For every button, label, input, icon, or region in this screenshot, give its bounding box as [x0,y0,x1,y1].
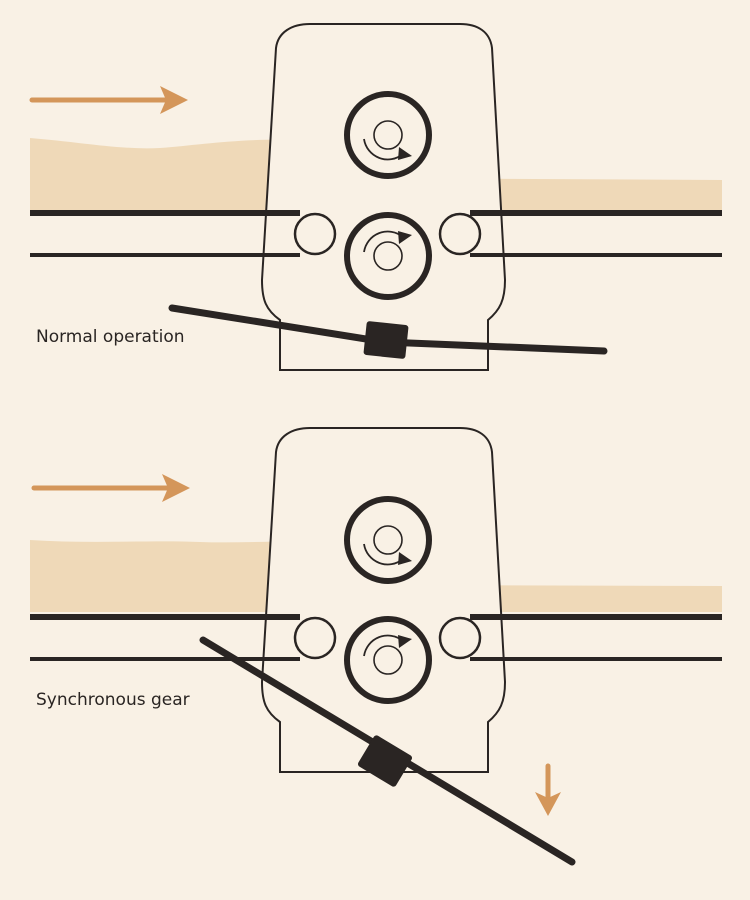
rotation-arrow-icon [347,215,429,297]
guide-rails [30,614,722,661]
guide-roller-left [293,212,337,256]
caption-normal-operation: Normal operation [36,327,185,347]
guide-roller-right [438,212,482,256]
caption-synchronous-gear: Synchronous gear [36,690,190,710]
machine-housing [260,427,507,773]
lever-bar [168,304,608,359]
guide-roller-right [438,616,482,660]
right-arrow-icon [31,474,190,502]
material-sheet [30,138,722,210]
guide-roller-left [293,616,337,660]
material-sheet [30,540,722,612]
lever-bar [199,636,576,866]
machine-housing [260,23,507,371]
guide-rails [30,210,722,257]
rotation-arrow-icon [347,619,429,701]
down-arrow-icon [535,763,561,816]
rotation-arrow-icon [347,499,429,581]
panel-synchronous-gear [30,427,722,866]
panel-normal-operation [29,23,722,371]
right-arrow-icon [29,86,188,114]
rotation-arrow-icon [347,94,429,176]
